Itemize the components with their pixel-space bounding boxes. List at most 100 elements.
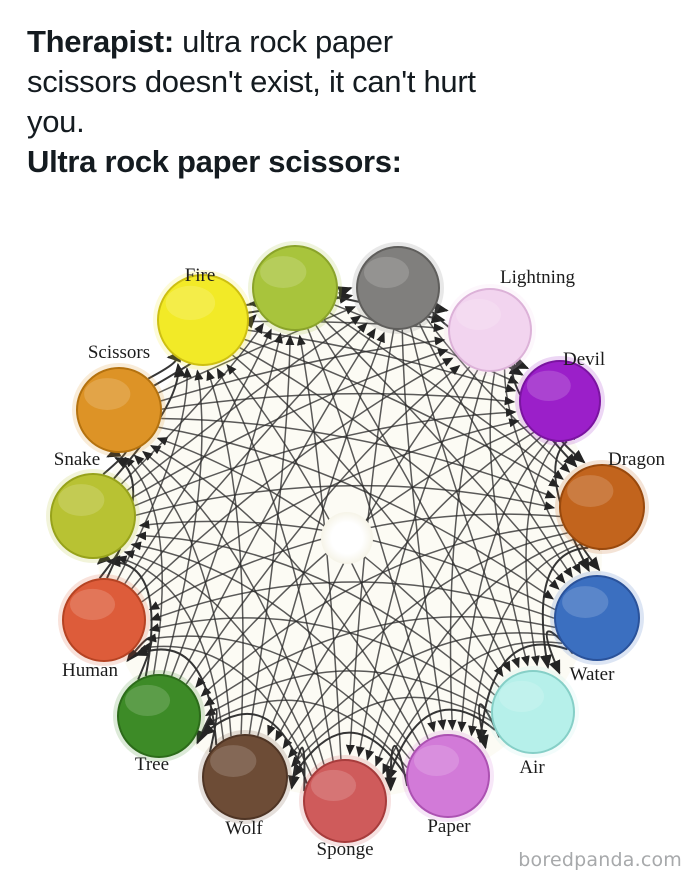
label-human: Human bbox=[62, 660, 118, 681]
label-water: Water bbox=[570, 664, 616, 685]
edge-gun-gray-beats-paper bbox=[401, 329, 447, 731]
caption-line-1-rest: ultra rock paper bbox=[173, 24, 393, 59]
edge-air-beats-wolf bbox=[291, 696, 493, 768]
edge-wolf-beats-scissors bbox=[133, 454, 232, 737]
node-circle[interactable] bbox=[117, 674, 201, 758]
node-snake[interactable] bbox=[46, 469, 140, 563]
label-dragon: Dragon bbox=[608, 449, 665, 470]
edge-tree-beats-scissors bbox=[124, 456, 163, 675]
edge-wolf-beats-tree bbox=[196, 708, 218, 753]
edge-paper-beats-tree bbox=[203, 699, 408, 768]
node-circle[interactable] bbox=[252, 245, 338, 331]
edge-snake-beats-dragon bbox=[135, 484, 556, 516]
edge-human-beats-gun-green bbox=[124, 328, 272, 585]
node-paper[interactable] bbox=[402, 730, 494, 822]
node-gun-green[interactable] bbox=[248, 241, 342, 335]
edge-water-beats-tree bbox=[203, 615, 556, 707]
edge-human-beats-gun-gray bbox=[131, 322, 368, 590]
label-devil: Devil bbox=[563, 349, 605, 370]
edge-devil-beats-water bbox=[554, 440, 590, 573]
label-wolf: Wolf bbox=[225, 818, 263, 839]
node-gun-gray[interactable] bbox=[352, 242, 444, 334]
edge-wolf-beats-gun-green bbox=[248, 334, 295, 735]
label-fire: Fire bbox=[185, 265, 216, 286]
node-highlight bbox=[310, 769, 357, 801]
edge-paper-beats-human bbox=[145, 633, 411, 760]
node-lightning[interactable] bbox=[444, 284, 536, 376]
caption-line-2: scissors doesn't exist, it can't hurt bbox=[27, 64, 476, 99]
edge-gun-green-beats-water bbox=[323, 319, 566, 584]
edge-paper-beats-snake bbox=[130, 541, 415, 752]
edge-air-beats-sponge bbox=[385, 708, 496, 783]
node-circle[interactable] bbox=[62, 578, 146, 662]
edge-lightning-beats-water bbox=[503, 369, 581, 575]
edge-water-beats-wolf bbox=[287, 632, 558, 759]
edge-paper-beats-wolf bbox=[292, 731, 407, 779]
node-circle[interactable] bbox=[303, 759, 387, 843]
node-highlight bbox=[498, 680, 545, 712]
node-circle[interactable] bbox=[157, 274, 249, 366]
node-circle[interactable] bbox=[491, 670, 575, 754]
watermark: boredpanda.com bbox=[518, 849, 682, 871]
edge-gun-gray-beats-sponge bbox=[345, 329, 395, 756]
node-devil[interactable] bbox=[515, 356, 605, 446]
edge-tree-beats-gun-gray bbox=[178, 327, 376, 680]
node-circle[interactable] bbox=[448, 288, 532, 372]
edge-dragon-beats-paper bbox=[468, 543, 581, 737]
node-group bbox=[46, 241, 649, 847]
edge-gun-green-beats-air bbox=[315, 325, 511, 673]
node-water[interactable] bbox=[550, 571, 644, 665]
edge-dragon-beats-tree bbox=[200, 524, 564, 697]
node-fire[interactable] bbox=[153, 270, 253, 370]
edge-water-beats-paper bbox=[475, 643, 568, 744]
edge-human-beats-fire bbox=[116, 367, 192, 581]
node-circle[interactable] bbox=[356, 246, 440, 330]
edge-paper-beats-scissors bbox=[150, 445, 421, 746]
edge-lightning-beats-paper bbox=[447, 371, 487, 731]
caption-line-4: Ultra rock paper scissors: bbox=[27, 144, 402, 179]
node-air[interactable] bbox=[487, 666, 579, 758]
edge-scissors-beats-water bbox=[158, 426, 554, 600]
node-circle[interactable] bbox=[406, 734, 490, 818]
edge-gun-green-beats-paper bbox=[307, 328, 436, 733]
label-air: Air bbox=[519, 757, 545, 778]
label-snake: Snake bbox=[54, 449, 100, 470]
node-sponge[interactable] bbox=[299, 755, 391, 847]
label-sponge: Sponge bbox=[317, 839, 374, 860]
edge-snake-beats-gun-gray bbox=[126, 315, 362, 491]
node-highlight bbox=[363, 256, 410, 289]
edge-scissors-beats-dragon bbox=[161, 417, 557, 499]
edge-tree-beats-lightning bbox=[185, 364, 461, 685]
node-circle[interactable] bbox=[519, 360, 601, 442]
node-highlight bbox=[124, 684, 171, 716]
edge-sponge-beats-snake bbox=[123, 550, 318, 770]
node-scissors[interactable] bbox=[72, 363, 166, 457]
node-circle[interactable] bbox=[554, 575, 640, 661]
node-circle[interactable] bbox=[50, 473, 136, 559]
center-hub bbox=[321, 512, 373, 564]
edge-scissors-beats-fire bbox=[147, 350, 181, 380]
node-circle[interactable] bbox=[202, 734, 288, 820]
node-circle[interactable] bbox=[76, 367, 162, 453]
node-highlight bbox=[562, 586, 609, 618]
node-highlight bbox=[567, 475, 614, 508]
edge-water-beats-sponge bbox=[382, 641, 563, 775]
node-human[interactable] bbox=[58, 574, 150, 666]
node-highlight bbox=[69, 588, 116, 620]
node-tree[interactable] bbox=[113, 670, 205, 762]
node-dragon[interactable] bbox=[555, 460, 649, 554]
edge-snake-beats-fire bbox=[113, 362, 186, 480]
edge-gun-green-beats-dragon bbox=[329, 312, 564, 480]
edge-wolf-beats-gun-gray bbox=[257, 331, 385, 737]
edge-wolf-beats-human bbox=[133, 644, 218, 746]
edge-snake-beats-lightning bbox=[131, 348, 449, 499]
caption-line-3: you. bbox=[27, 104, 85, 139]
node-highlight bbox=[165, 285, 216, 320]
edge-gun-gray-beats-water bbox=[419, 323, 573, 578]
node-highlight bbox=[526, 370, 571, 401]
node-wolf[interactable] bbox=[198, 730, 292, 824]
node-circle[interactable] bbox=[559, 464, 645, 550]
